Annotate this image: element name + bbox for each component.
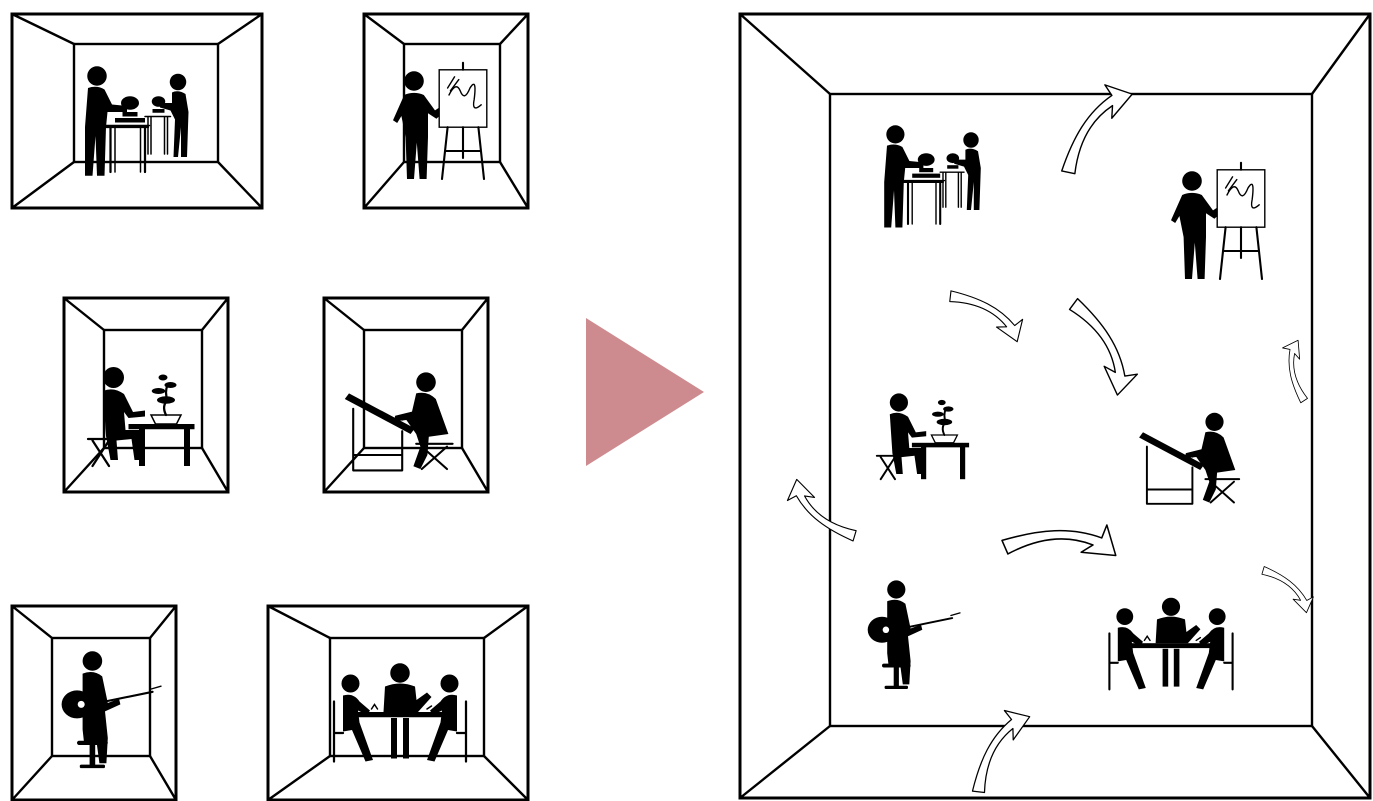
curved-arrow-icon (1055, 296, 1150, 399)
drafting-figure-icon (343, 371, 454, 472)
room-bonsai (62, 296, 230, 494)
curved-arrow-icon (949, 702, 1050, 798)
pottery-figure-icon (83, 64, 190, 178)
room-guitar (10, 604, 178, 801)
triangle-arrow-icon (586, 318, 704, 466)
curved-arrow-icon (783, 469, 859, 552)
shared-guitar-figure-icon (866, 579, 962, 691)
room-pottery (10, 12, 264, 210)
shared-pottery-figure-icon (882, 123, 983, 229)
room-drafting (322, 296, 490, 494)
curved-arrow-icon (1262, 334, 1332, 406)
group-table-figure-icon (332, 661, 468, 764)
room-painting (362, 12, 530, 210)
shared-group-table-figure-icon (1107, 596, 1235, 691)
guitar-figure-icon (60, 650, 163, 770)
shared-room (738, 12, 1372, 800)
shared-drafting-figure-icon (1137, 411, 1241, 505)
shared-bonsai-figure-icon (875, 392, 971, 481)
curved-arrow-icon (945, 270, 1031, 360)
room-group-table (266, 604, 530, 801)
curved-arrow-icon (1259, 558, 1317, 620)
shared-painting-figure-icon (1169, 161, 1266, 281)
curved-arrow-icon (996, 478, 1128, 609)
